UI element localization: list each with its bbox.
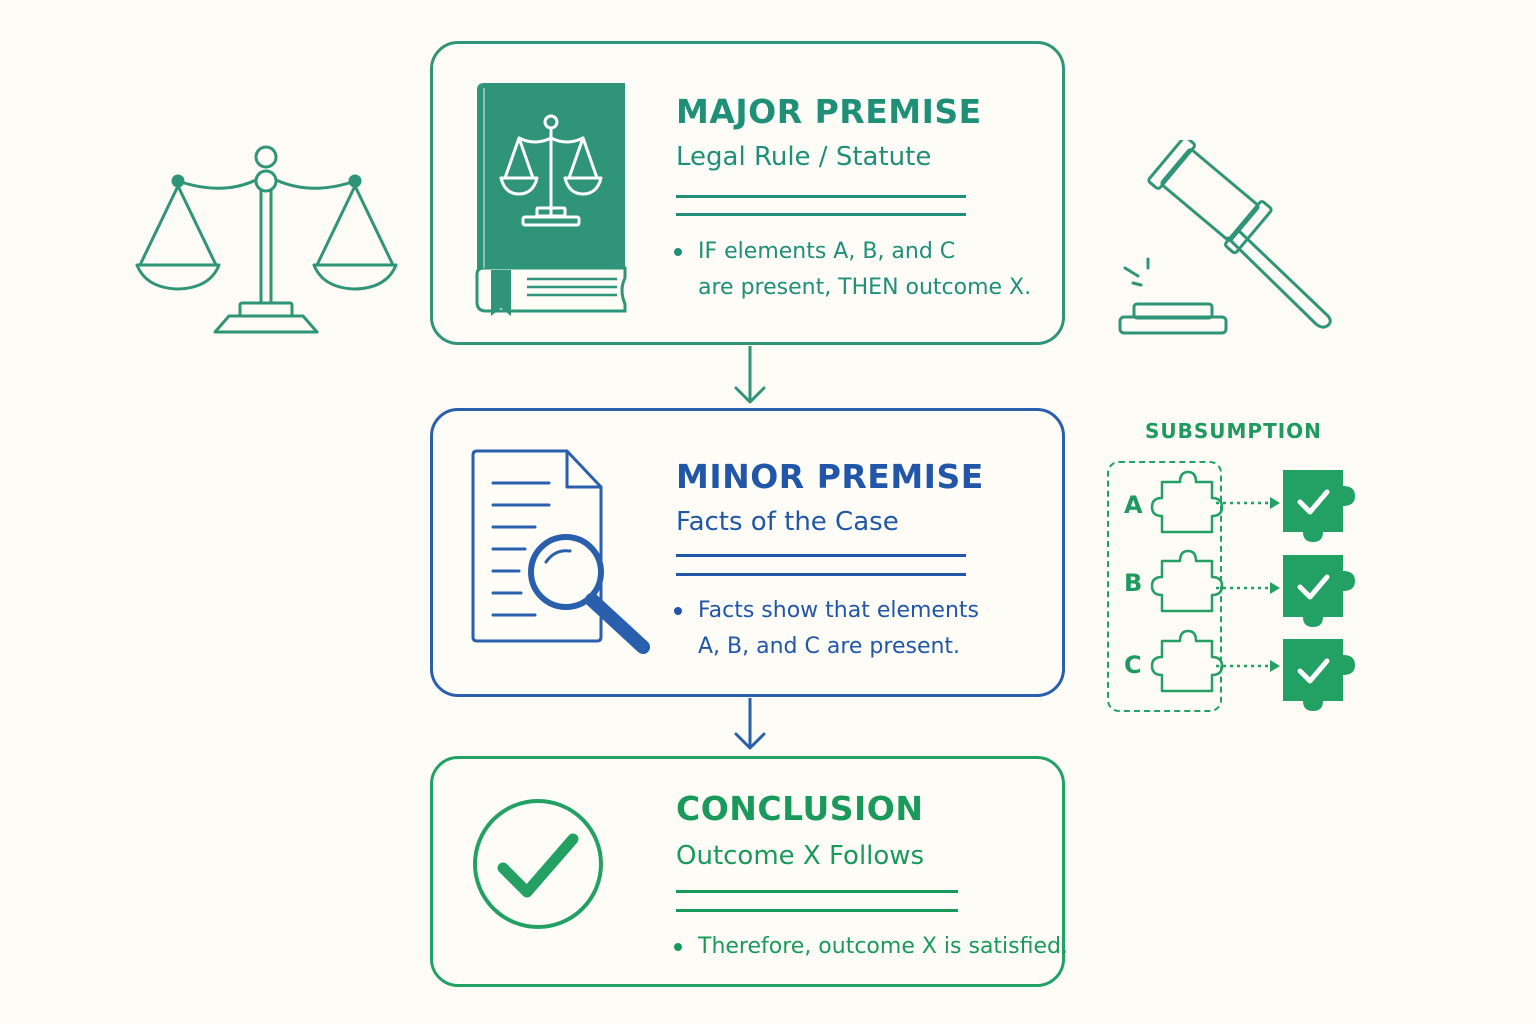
divider [676,195,966,198]
conclusion-bullet: Therefore, outcome X is satisfied. [674,929,1068,965]
divider [676,573,966,576]
check-puzzle-icon [1283,639,1355,711]
puzzle-piece-icon [1150,470,1224,534]
check-puzzle-icon [1283,470,1355,542]
element-letter-c: C [1124,651,1142,679]
minor-premise-title: MINOR PREMISE [676,457,984,496]
divider [676,554,966,557]
conclusion-subtitle: Outcome X Follows [676,841,925,871]
subsumption-graphic [1150,455,1375,715]
divider [676,909,958,912]
element-letter-b: B [1124,569,1143,597]
arrow-down-icon [734,698,766,750]
major-premise-bullet: IF elements A, B, and C are present, THE… [674,234,1031,306]
major-premise-title: MAJOR PREMISE [676,92,982,131]
subsumption-label: SUBSUMPTION [1145,419,1322,443]
bullet-dot [674,943,682,951]
bullet-dot [674,607,682,615]
puzzle-piece-icon [1150,629,1224,693]
bullet-dot [674,248,682,256]
law-book-icon [475,83,627,316]
minor-premise-card: MINOR PREMISE Facts of the Case Facts sh… [430,408,1065,697]
divider [676,213,966,216]
minor-premise-bullet: Facts show that elements A, B, and C are… [674,593,979,665]
check-puzzle-icon [1283,555,1355,627]
check-circle-icon [473,799,603,929]
element-letter-a: A [1124,491,1143,519]
major-premise-card: MAJOR PREMISE Legal Rule / Statute IF el… [430,41,1065,345]
puzzle-piece-icon [1150,549,1224,613]
conclusion-card: CONCLUSION Outcome X Follows Therefore, … [430,756,1068,987]
gavel-icon [1118,140,1332,335]
document-magnifier-icon [471,449,650,654]
major-premise-subtitle: Legal Rule / Statute [676,142,932,172]
minor-premise-subtitle: Facts of the Case [676,507,899,537]
divider [676,890,958,893]
conclusion-title: CONCLUSION [676,789,924,828]
arrow-down-icon [734,346,766,404]
scales-icon [135,145,398,334]
